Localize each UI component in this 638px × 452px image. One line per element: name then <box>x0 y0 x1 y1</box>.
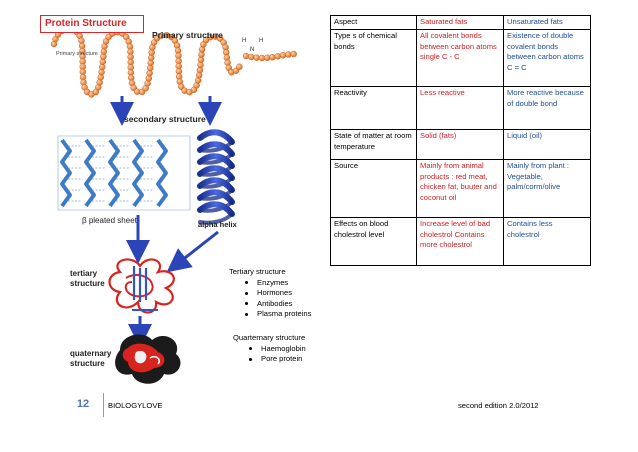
table-header-row: Aspect Saturated fats Unsaturated fats <box>330 15 591 30</box>
primary-structure-label: Primary structure <box>152 30 223 40</box>
quaternary-annotation: Quarternary structure Haemoglobin Pore p… <box>233 333 306 365</box>
table-cell: Mainly from plant : Vegetable, palm/corm… <box>503 159 591 218</box>
table-cell: All covalent bonds between carbon atoms … <box>416 29 504 87</box>
list-item: Antibodies <box>244 299 311 310</box>
quaternary-structure-label: quaternary structure <box>70 349 114 368</box>
tertiary-annotation-heading: Tertiary structure <box>229 267 286 276</box>
table-cell: Existence of double covalent bonds betwe… <box>503 29 591 87</box>
tertiary-annotation: Tertiary structure Enzymes Hormones Anti… <box>229 267 311 320</box>
header-unsaturated: Unsaturated fats <box>503 15 591 30</box>
table-row: Reactivity Less reactive More reactive b… <box>330 86 591 130</box>
svg-text:H: H <box>242 38 246 44</box>
footer-edition: second edition 2.0/2012 <box>458 401 539 410</box>
page-number: 12 <box>76 398 90 410</box>
page-title: Protein Structure <box>40 15 144 33</box>
primary-structure-small-label: Primary structure <box>56 51 98 57</box>
table-cell: Mainly from animal products : red meat, … <box>416 159 504 218</box>
beta-pleated-sheet <box>57 135 191 211</box>
table-cell: Type s of chemical bonds <box>330 29 417 87</box>
beta-sheet-label: β pleated sheet <box>82 216 138 225</box>
list-item: Pore protein <box>249 354 306 365</box>
protein-structure-diagram: Primary structure Primary structure H N … <box>50 25 297 384</box>
secondary-structure-label: secondary structure <box>124 114 206 124</box>
table-cell: Liquid (oil) <box>503 129 591 160</box>
table-row: Effects on blood cholestrol level Increa… <box>330 217 591 266</box>
tertiary-structure-label: tertiary structure <box>70 269 105 288</box>
quaternary-examples-list: Haemoglobin Pore protein <box>233 344 306 365</box>
alpha-helix <box>197 129 235 225</box>
table-cell: Source <box>330 159 417 218</box>
list-item: Enzymes <box>244 278 311 289</box>
tertiary-structure-model <box>108 258 175 314</box>
svg-text:H: H <box>259 38 263 44</box>
table-cell: More reactive because of double bond <box>503 86 591 130</box>
table-cell: State of matter at room temperature <box>330 129 417 160</box>
table-cell: Increase level of bad cholestrol Contain… <box>416 217 504 266</box>
alpha-helix-label: alpha helix <box>198 220 238 229</box>
header-saturated: Saturated fats <box>416 15 504 30</box>
table-cell: Solid (fats) <box>416 129 504 160</box>
list-item: Hormones <box>244 288 311 299</box>
table-cell: Less reactive <box>416 86 504 130</box>
table-cell: Effects on blood cholestrol level <box>330 217 417 266</box>
footer-brand: BIOLOGYLOVE <box>108 401 163 410</box>
table-row: State of matter at room temperature Soli… <box>330 129 591 160</box>
header-aspect: Aspect <box>330 15 417 30</box>
quaternary-structure-model <box>115 334 181 384</box>
table-row: Type s of chemical bonds All covalent bo… <box>330 29 591 87</box>
footer-divider <box>103 393 104 417</box>
fats-comparison-table: Aspect Saturated fats Unsaturated fats T… <box>330 15 591 266</box>
table-cell: Reactivity <box>330 86 417 130</box>
tertiary-examples-list: Enzymes Hormones Antibodies Plasma prote… <box>229 278 311 320</box>
list-item: Haemoglobin <box>249 343 306 353</box>
svg-text:N: N <box>250 47 254 53</box>
table-row: Source Mainly from animal products : red… <box>330 159 591 218</box>
table-cell: Contains less cholestrol <box>503 217 591 266</box>
list-item: Plasma proteins <box>244 309 312 318</box>
amino-group: H N H <box>242 38 263 53</box>
quaternary-annotation-heading: Quarternary structure <box>233 333 306 342</box>
